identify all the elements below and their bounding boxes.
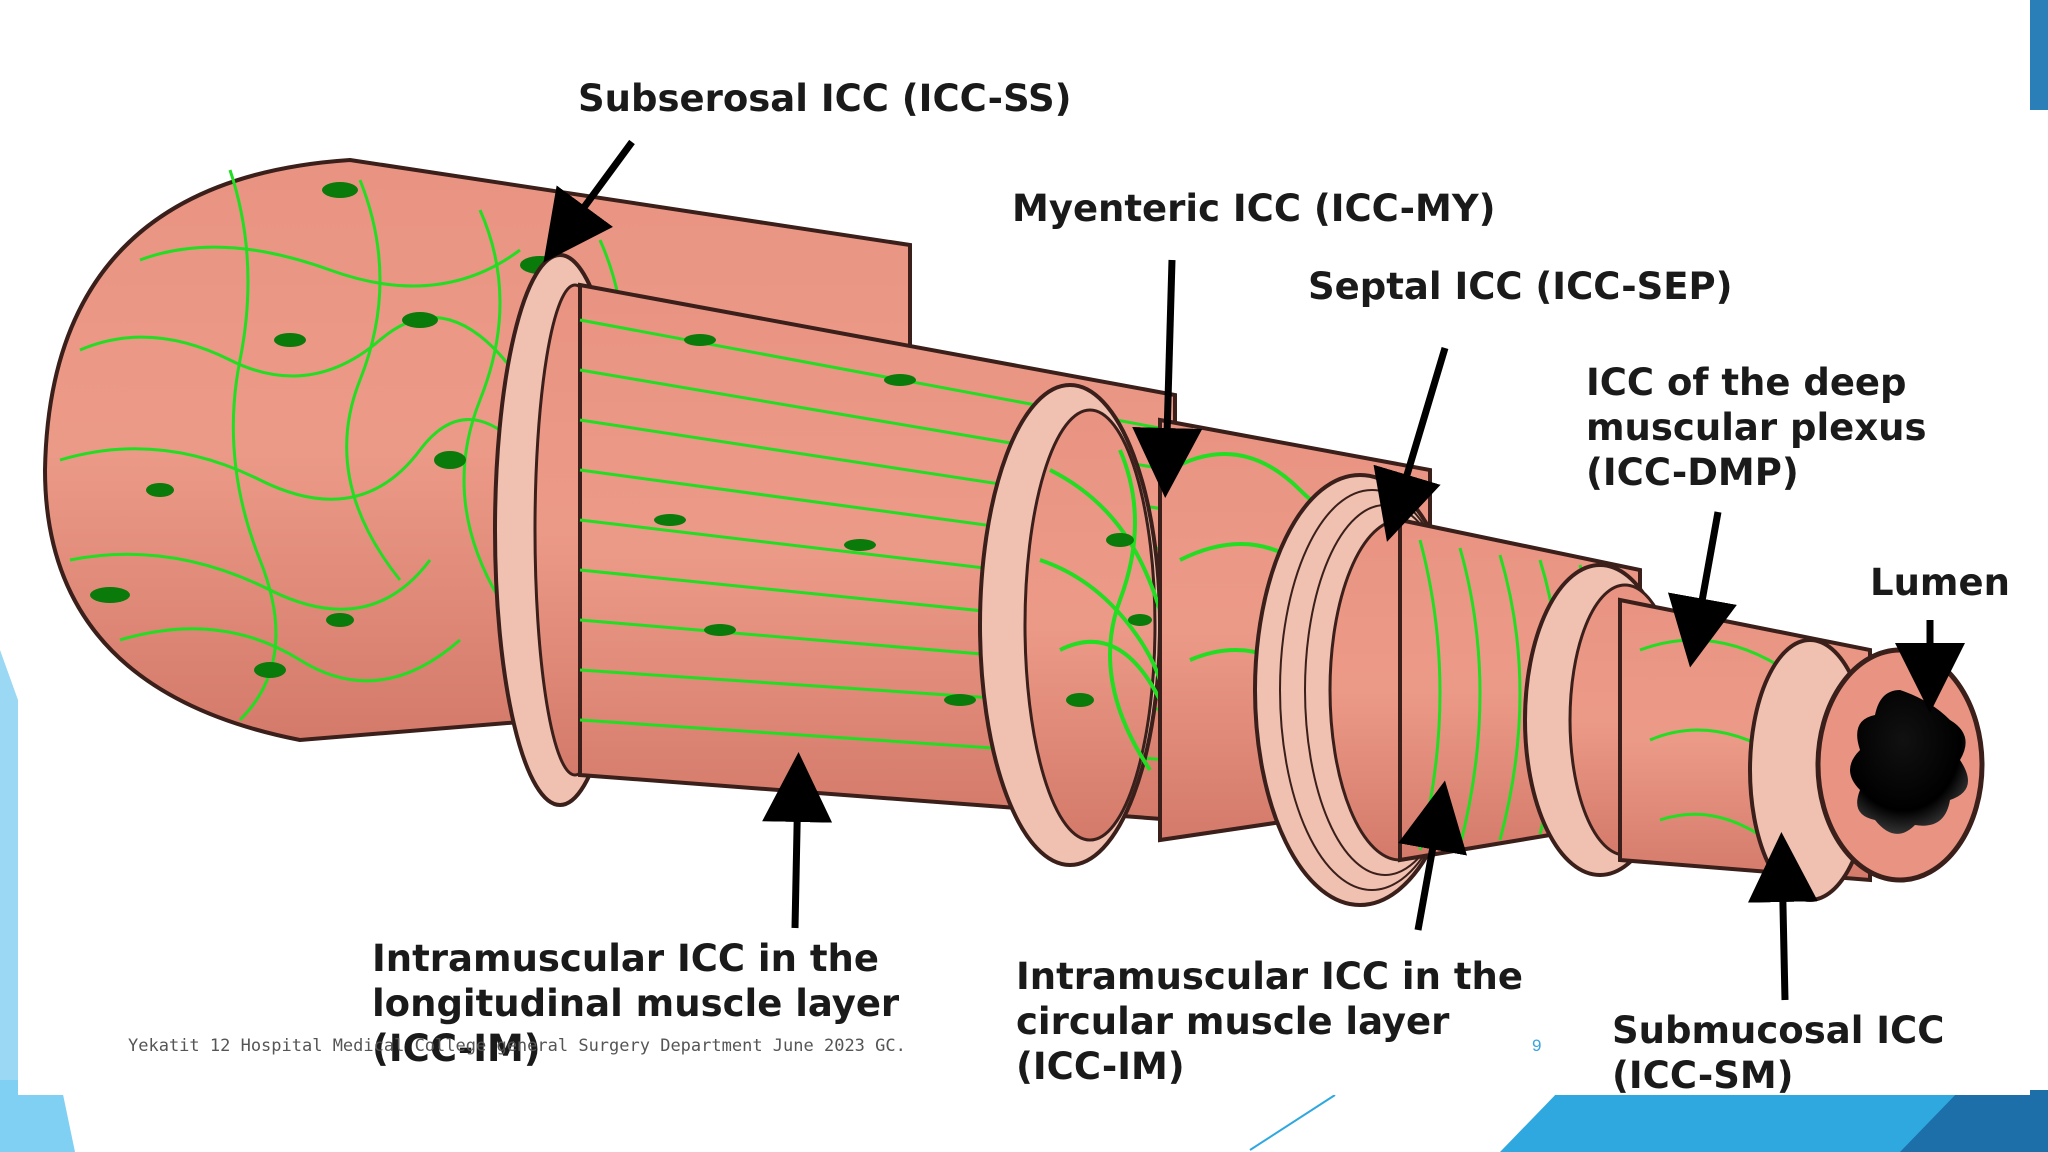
label-lumen: Lumen xyxy=(1870,561,2010,604)
lumen-end xyxy=(1815,647,1985,883)
theme-shape-left-edge xyxy=(0,650,18,1080)
slide-footer: Yekatit 12 Hospital Medical College gene… xyxy=(128,1036,906,1056)
theme-shape-bottom-left xyxy=(0,1080,75,1152)
theme-thin-line xyxy=(1249,1094,1336,1151)
arrow-im-longitudinal xyxy=(762,752,833,929)
ring-2 xyxy=(978,383,1172,867)
arrow-myenteric xyxy=(1132,259,1203,498)
label-subserosal-icc: Subserosal ICC (ICC-SS) xyxy=(578,77,1072,120)
theme-shape-bottom-right-dark xyxy=(1900,1090,2048,1152)
label-septal-icc: Septal ICC (ICC-SEP) xyxy=(1308,265,1733,308)
arrow-septal xyxy=(1373,346,1449,542)
label-deep-plexus-icc: ICC of the deep muscular plexus (ICC-DMP… xyxy=(1586,361,1927,494)
arrow-im-circular xyxy=(1398,780,1467,931)
slide-page-number: 9 xyxy=(1532,1036,1542,1055)
label-myenteric-icc: Myenteric ICC (ICC-MY) xyxy=(1012,187,1496,230)
lumen-opening xyxy=(1850,690,1968,834)
label-im-longitudinal-icc: Intramuscular ICC in the longitudinal mu… xyxy=(372,937,900,1070)
arrow-deep-plexus xyxy=(1667,511,1737,668)
arrow-submucosal xyxy=(1747,832,1818,1001)
theme-shape-bottom-right xyxy=(1500,1090,2048,1152)
label-submucosal-icc: Submucosal ICC (ICC-SM) xyxy=(1612,1009,1945,1097)
arrow-subserosal xyxy=(543,139,635,263)
label-im-circular-icc: Intramuscular ICC in the circular muscle… xyxy=(1016,955,1523,1088)
pointer-arrows xyxy=(543,139,1965,1001)
